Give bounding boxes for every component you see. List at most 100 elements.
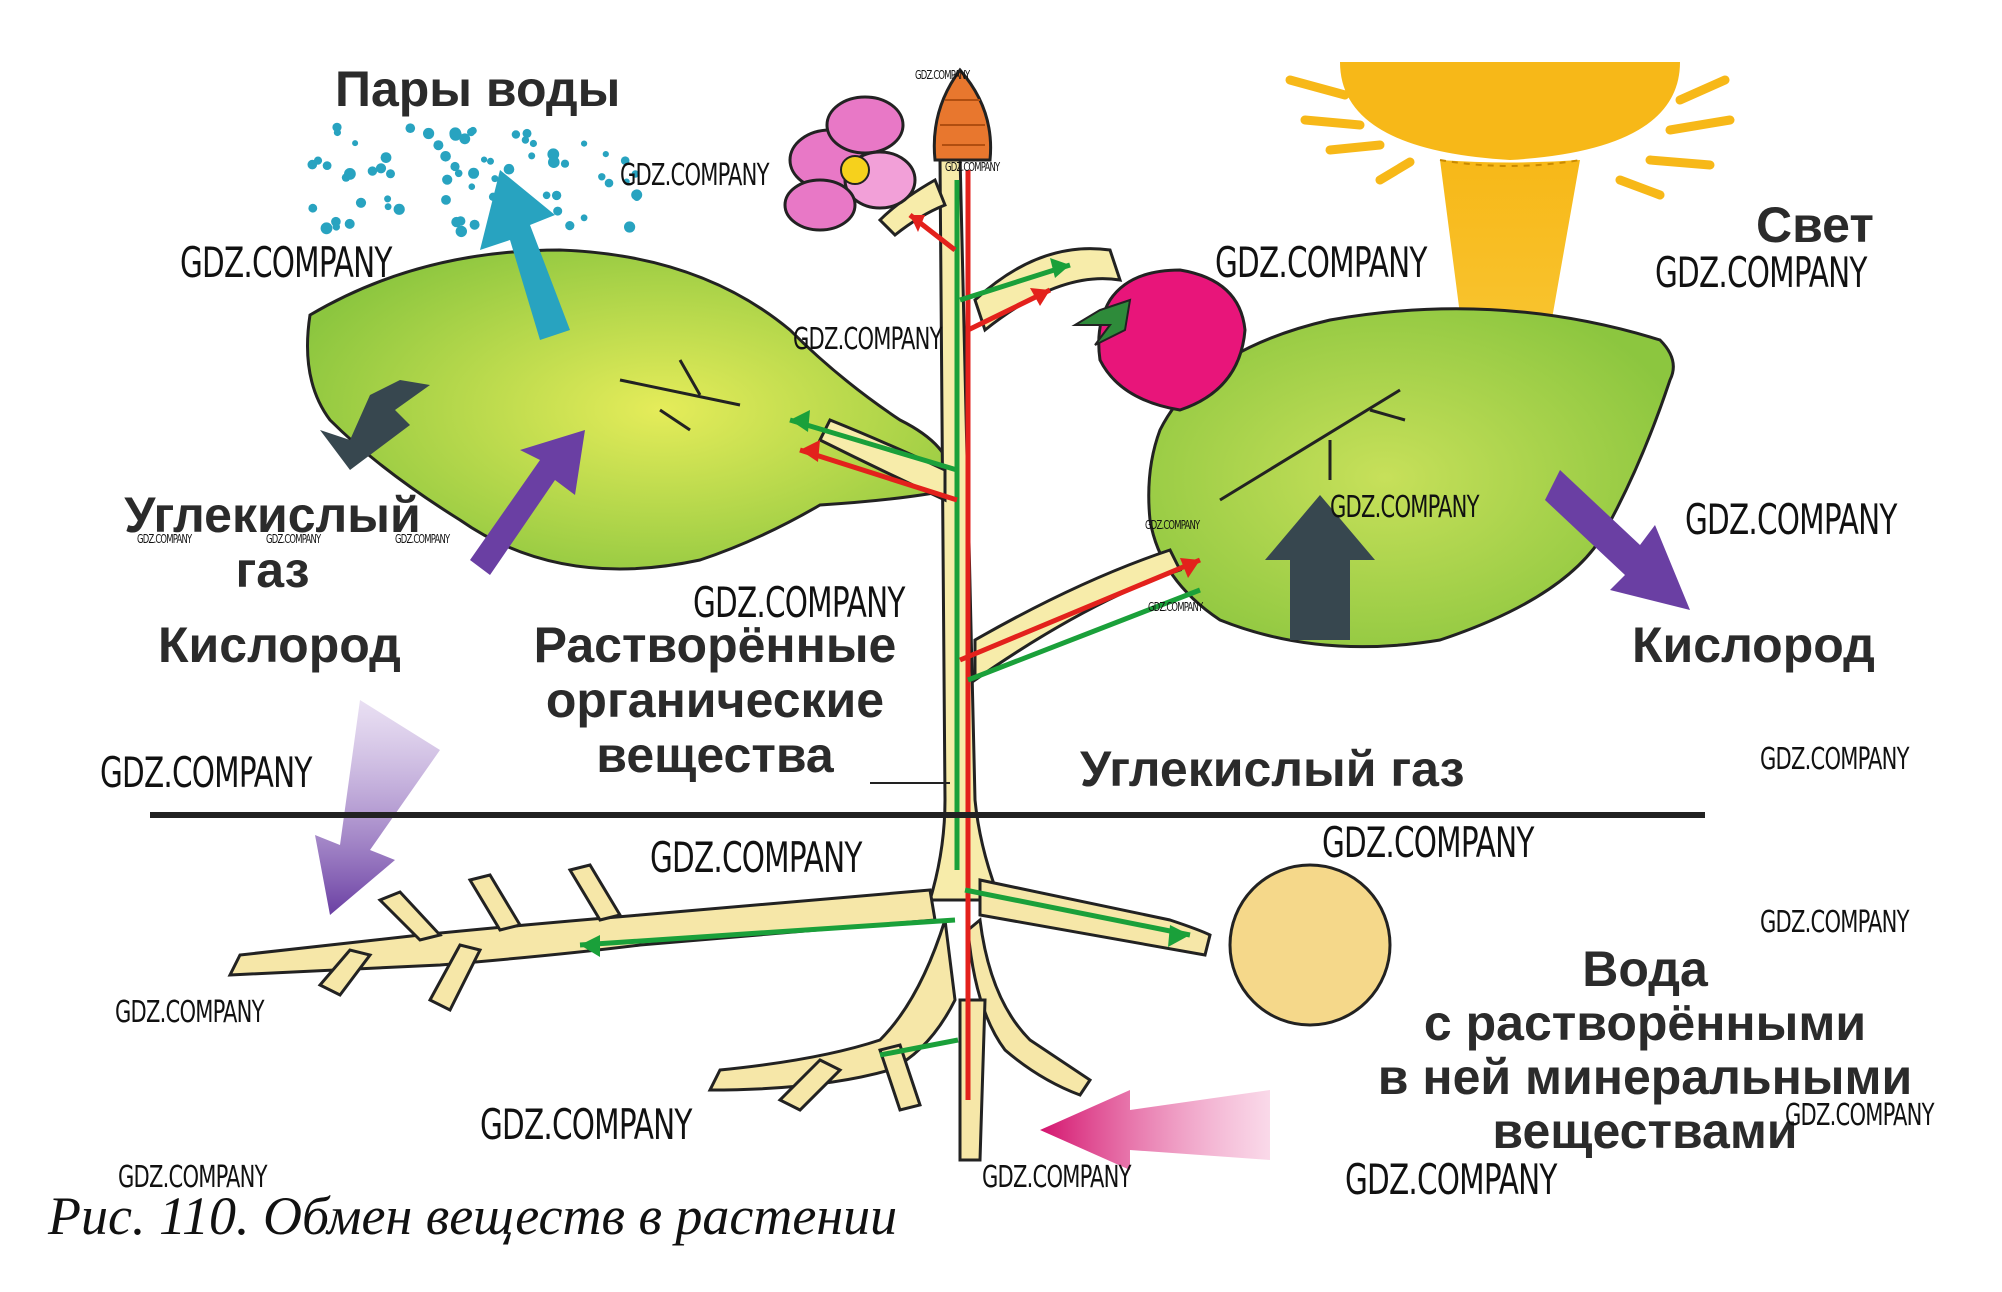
label-water-line2: с растворёнными [1423,995,1867,1051]
oxygen-into-leaf-arrow [470,430,585,575]
left-leaf [306,248,953,571]
vapor-dot [598,173,606,181]
watermark: GDZ.COMPANY [1215,238,1427,287]
vapor-dot [454,169,463,178]
watermark: GDZ.COMPANY [1655,248,1867,297]
vapor-dot [393,203,405,215]
vapor-dot [623,178,630,185]
watermark: GDZ.COMPANY [100,748,312,797]
vapor-dot [442,174,453,185]
vapor-dot [455,225,467,238]
vapor-dot [565,221,575,231]
vapor-dot [503,163,515,175]
watermark: GDZ.COMPANY [1785,1098,1934,1133]
vapor-dot [440,151,451,162]
watermark: GDZ.COMPANY [1760,742,1909,777]
vapor-dot [355,197,367,208]
vapor-dot [580,214,588,222]
watermark: GDZ.COMPANY [1685,495,1897,544]
vapor-dot [511,130,521,139]
vapor-dot [491,175,499,183]
label-oxygen-right: Кислород [1632,617,1875,673]
watermark: GDZ.COMPANY [118,1160,267,1195]
vapor-dot [384,203,392,211]
vapor-dot [333,128,341,137]
vapor-dot [522,128,532,138]
vapor-dot [468,167,480,179]
transport-arrows [579,170,1201,1100]
watermark: GDZ.COMPANY [1345,1155,1557,1204]
watermark: GDZ.COMPANY [945,160,1000,174]
label-oxygen-left: Кислород [158,617,401,673]
vapor-dot [467,128,476,137]
water-vapor-arrow [480,170,570,340]
vapor-dot [487,157,494,165]
vapor-dot [433,140,444,151]
water-vapor-dots [307,122,643,238]
label-water-line1: Вода [1582,941,1708,997]
label-dissolved-organic: Растворённые органические вещества [505,618,925,783]
watermark: GDZ.COMPANY [1760,905,1909,940]
vapor-dot [553,206,563,216]
co2-left-arrow [320,380,430,470]
vapor-dot [604,178,614,188]
figure-caption: Рис. 110. Обмен веществ в растении [48,1186,898,1246]
vapor-dot [341,173,351,182]
vapor-dot [367,166,378,176]
co2-right-arrow [1265,495,1375,640]
vapor-dot [332,223,340,231]
oxygen-down-arrow [315,700,440,915]
vapor-dot [581,140,588,147]
vapor-dot [528,152,536,160]
watermark: GDZ.COMPANY [650,833,862,882]
label-water-vapor: Пары воды [335,61,621,117]
label-co2-right: Углекислый газ [1080,741,1465,797]
vapor-dot [308,203,318,213]
watermark: GDZ.COMPANY [180,238,392,287]
watermark: GDZ.COMPANY [982,1160,1131,1195]
water-arrow [1040,1090,1270,1170]
vapor-dot [423,127,435,140]
watermark: GDZ.COMPANY [693,578,905,627]
vapor-dot [441,195,451,205]
label-dissolved-organic-line2: органические [545,672,885,728]
flower [783,95,917,232]
watermark: GDZ.COMPANY [915,68,970,82]
vapor-dot [560,159,570,168]
vapor-dot [320,222,333,235]
vapor-dot [451,216,462,228]
vapor-dot [322,161,332,171]
watermark: GDZ.COMPANY [266,532,321,546]
vapor-dot [481,156,488,163]
vapor-dot [620,156,630,165]
vapor-dot [551,190,562,201]
watermark: GDZ.COMPANY [480,1100,692,1149]
watermark: GDZ.COMPANY [1148,600,1203,614]
bud [932,67,993,162]
label-dissolved-organic-line1: Растворённые [533,617,897,673]
vapor-dot [344,218,355,229]
vapor-dot [450,161,460,172]
watermark: GDZ.COMPANY [1330,490,1479,525]
vapor-dot [449,127,462,140]
vapor-dot [468,183,476,190]
oxygen-right-arrow [1545,470,1690,610]
label-co2-left: Углекислый газ [105,488,440,598]
vapor-dot [521,136,530,144]
vapor-dot [352,140,359,147]
transport-arrowheads [580,215,1200,957]
vapor-dot [459,133,471,145]
vapor-dot [633,194,641,201]
vapor-dot [542,191,551,200]
tuber [1228,863,1392,1027]
label-light: Свет [1756,197,1874,253]
watermark: GDZ.COMPANY [620,158,769,193]
strawberry [1071,268,1247,412]
vapor-dot [386,169,395,179]
vapor-dot [384,195,392,203]
watermark: GDZ.COMPANY [1145,518,1200,532]
label-water-line3: в ней минеральными [1377,1049,1913,1105]
label-water-line4: веществами [1492,1103,1798,1159]
